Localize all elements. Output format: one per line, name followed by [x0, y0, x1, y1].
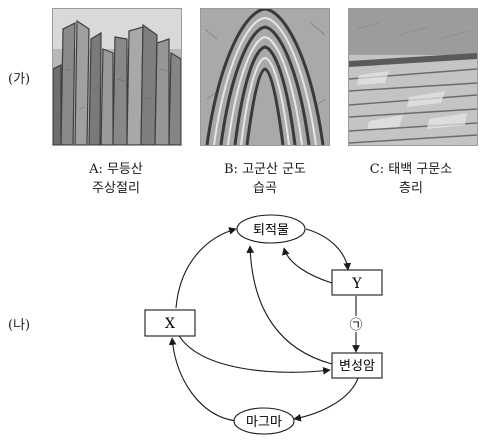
- arrow-y-to-sediment: [281, 247, 333, 284]
- caption-b-line1: B: 고군산 군도: [224, 162, 306, 177]
- node-metamorphic: 변성암: [331, 352, 383, 379]
- node-y-label: Y: [351, 276, 362, 292]
- photo-columnar-joint: [52, 8, 182, 146]
- process-mark: ㉠: [348, 316, 364, 333]
- caption-c-line1: C: 태백 구문소: [369, 162, 453, 177]
- arrow-x-to-sediment: [175, 227, 237, 309]
- photo-bedding: [348, 8, 478, 146]
- node-magma: 마그마: [233, 407, 295, 435]
- rock-cycle-diagram: 퇴적물 Y X ㉠ 변성암 마그마: [144, 214, 383, 435]
- section-label-ga: (가): [8, 72, 31, 87]
- arrow-magma-to-x: [168, 337, 237, 422]
- node-magma-label: 마그마: [246, 415, 282, 430]
- arrow-x-to-metamorphic: [177, 333, 331, 375]
- process-mark-label: ㉠: [349, 318, 362, 333]
- caption-a: A: 무등산 주상절리: [41, 160, 191, 198]
- photo-fold: [200, 8, 330, 146]
- caption-a-line1: A: 무등산: [89, 162, 143, 177]
- node-x-label: X: [165, 316, 175, 332]
- arrow-metamorphic-to-magma: [293, 377, 359, 422]
- caption-b: B: 고군산 군도 습곡: [190, 160, 340, 198]
- caption-c-line2: 층리: [399, 181, 423, 196]
- caption-a-line2: 주상절리: [92, 181, 140, 196]
- arrow-sediment-to-y: [305, 228, 352, 271]
- node-y: Y: [331, 269, 383, 296]
- caption-c: C: 태백 구문소 층리: [336, 160, 484, 198]
- node-sediment: 퇴적물: [236, 214, 306, 244]
- node-metamorphic-label: 변성암: [339, 359, 375, 374]
- node-x: X: [144, 309, 196, 337]
- node-sediment-label: 퇴적물: [253, 223, 289, 238]
- arrow-metamorphic-to-sediment: [246, 245, 333, 365]
- caption-b-line2: 습곡: [253, 181, 277, 196]
- section-label-na: (나): [8, 318, 31, 333]
